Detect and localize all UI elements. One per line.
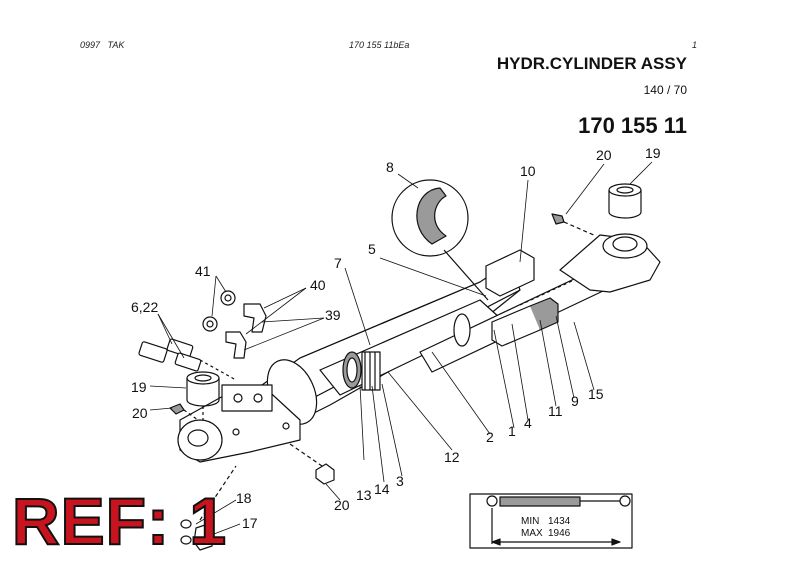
callout-5: 5 [368,241,376,257]
callout-3: 3 [396,473,404,489]
callout-10: 10 [520,163,536,179]
rod-end-eye [559,233,661,293]
callout-11: 11 [548,403,563,419]
washers-and-nuts [180,465,237,551]
header-doc-code: 170 155 11bEa [349,40,410,50]
grease-nipple-top [551,213,597,237]
bushing-left [186,371,220,420]
seal-ring-detail [391,179,489,301]
callout-40: 40 [310,277,326,293]
callout-20-left: 20 [132,405,148,421]
grease-nipple-left [169,403,199,421]
callout-17: 17 [242,515,258,531]
hydraulic-fittings [138,338,237,381]
callout-2: 2 [486,429,494,445]
header-page-number: 1 [692,40,698,50]
callout-19-top: 19 [645,145,661,161]
callout-20-bottom: 20 [334,497,350,513]
header-author: TAK [107,40,125,50]
grease-nipple-bottom [289,443,335,485]
callout-7: 7 [334,255,342,271]
stroke-dimension [469,493,633,549]
part-number: 170 155 11 [578,113,687,138]
callout-9: 9 [571,393,579,409]
callout-19-left: 19 [131,379,147,395]
cylinder-size: 140 / 70 [643,83,687,97]
reference-badge: REF: 1 [11,484,228,558]
base-eye [177,384,301,463]
header-date-code: 0997 TAK [80,40,125,50]
cylinder-head [485,249,559,347]
dimension-max-value: 1946 [548,528,571,539]
callout-8: 8 [386,159,394,175]
callout-12: 12 [444,449,460,465]
callout-20-top: 20 [596,147,612,163]
dimension-min-value: 1434 [548,516,571,527]
dimension-min-label: MIN [521,516,539,527]
callout-1: 1 [508,423,516,439]
leader-lines [149,161,653,535]
callout-41: 41 [195,263,211,279]
callout-39: 39 [325,307,341,323]
callout-6-22: 6,22 [131,299,158,315]
elbow-fittings [202,290,267,359]
piston-assembly [342,313,471,391]
bushing-top [608,183,642,219]
dimension-max-label: MAX [521,528,543,539]
callout-14: 14 [374,481,390,497]
callout-13: 13 [356,487,372,503]
drawing-title: HYDR.CYLINDER ASSY [496,54,687,73]
callout-4: 4 [524,415,532,431]
callout-18: 18 [236,490,252,506]
callout-15: 15 [588,386,604,402]
